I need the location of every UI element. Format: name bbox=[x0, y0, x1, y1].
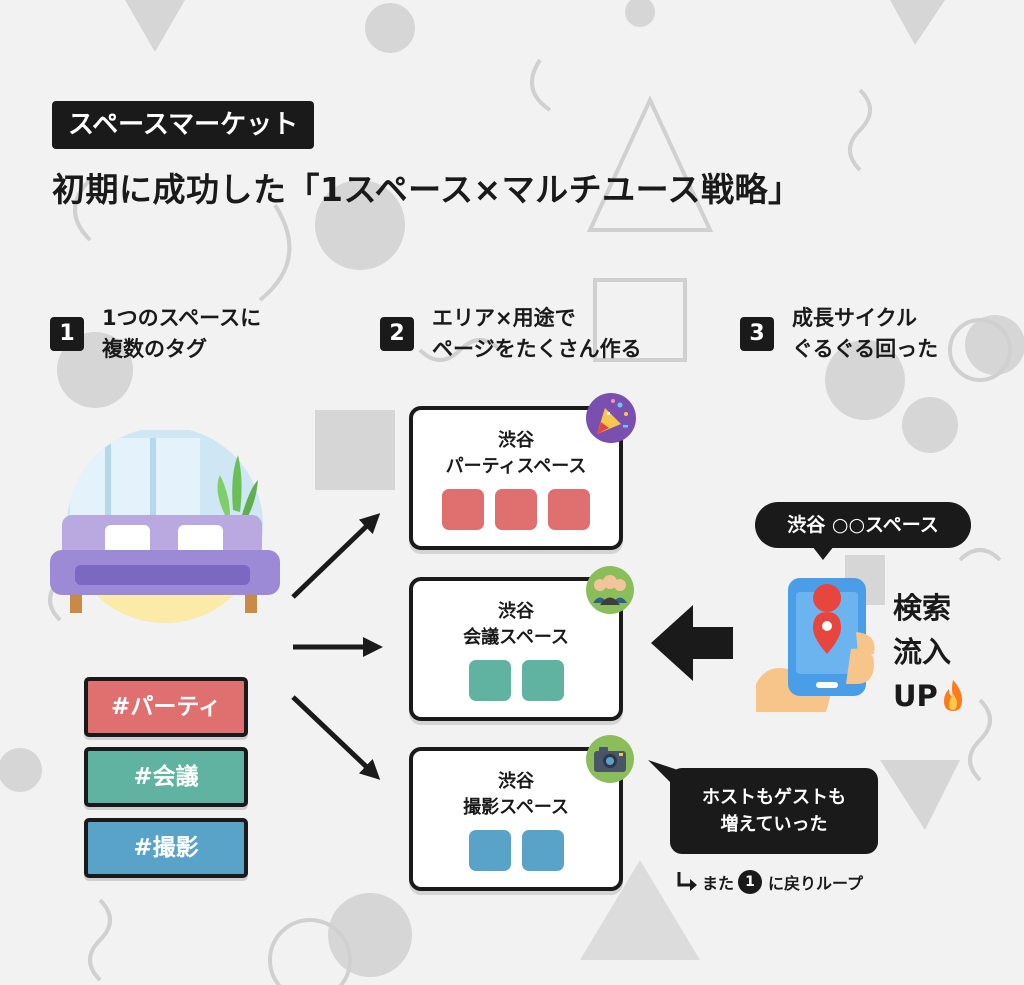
meeting-people-icon bbox=[586, 566, 634, 614]
step-1-number: 1 bbox=[50, 317, 84, 351]
loop-prefix: また bbox=[702, 874, 735, 893]
search-line3: UP bbox=[893, 679, 938, 713]
space-tile bbox=[521, 660, 564, 701]
step-3-text: 成長サイクル ぐるぐる回った bbox=[792, 303, 938, 365]
step-2-text: エリア×用途で ページをたくさん作る bbox=[432, 303, 642, 365]
growth-line2: 増えていった bbox=[720, 814, 828, 835]
step-3: 3 成長サイクル ぐるぐる回った bbox=[740, 303, 938, 365]
phone-illustration bbox=[756, 578, 875, 712]
step-2: 2 エリア×用途で ページをたくさん作る bbox=[380, 303, 642, 365]
card-party-tiles bbox=[413, 489, 619, 530]
arrow-to-party bbox=[291, 513, 381, 599]
space-tile bbox=[442, 489, 484, 530]
party-popper-icon bbox=[586, 393, 636, 443]
card-photo-tiles bbox=[413, 830, 619, 871]
search-arrow-icon bbox=[651, 605, 733, 681]
card-meeting-title: 渋谷 会議スペース bbox=[463, 601, 569, 648]
brand-badge: スペースマーケット bbox=[52, 101, 315, 149]
search-line1: 検索 bbox=[893, 591, 952, 625]
search-query-text: 渋谷 ○○スペース bbox=[787, 514, 939, 536]
page-title: 初期に成功した「1スペース×マルチユース戦略」 bbox=[52, 170, 802, 209]
space-tile bbox=[548, 489, 590, 530]
loop-step-number: 1 bbox=[738, 870, 763, 894]
step-3-number: 3 bbox=[740, 317, 774, 351]
card-meeting-tiles bbox=[413, 660, 619, 701]
tag-photo: #撮影 bbox=[84, 818, 248, 878]
loop-note: また 1 に戻りループ bbox=[676, 870, 863, 894]
loop-suffix: に戻りループ bbox=[768, 874, 864, 893]
step-1-line2: 複数のタグ bbox=[102, 337, 207, 361]
step-1-line1: 1つのスペースに bbox=[102, 306, 262, 330]
tag-party: #パーティ bbox=[84, 677, 248, 737]
tag-meeting: #会議 bbox=[84, 747, 248, 807]
space-tile bbox=[495, 489, 537, 530]
bubble-tail-icon bbox=[812, 546, 834, 560]
step-2-number: 2 bbox=[380, 317, 414, 351]
return-arrow-icon bbox=[677, 872, 697, 891]
space-tile bbox=[521, 830, 564, 871]
card-photo: 渋谷 撮影スペース bbox=[409, 747, 623, 891]
space-tile bbox=[468, 660, 511, 701]
growth-bubble-tail-icon bbox=[648, 760, 678, 784]
step-3-line2: ぐるぐる回った bbox=[792, 337, 939, 361]
search-inflow-text: 検索 流入 UP bbox=[893, 586, 966, 718]
step-1-text: 1つのスペースに 複数のタグ bbox=[102, 303, 261, 365]
arrow-to-photo bbox=[291, 695, 381, 780]
flow-arrows bbox=[291, 513, 383, 780]
card-party-title: 渋谷 パーティスペース bbox=[445, 430, 587, 477]
search-line3-row: UP bbox=[893, 674, 966, 718]
camera-icon bbox=[586, 735, 634, 783]
search-query-bubble: 渋谷 ○○スペース bbox=[755, 502, 971, 548]
fire-icon bbox=[943, 680, 962, 711]
growth-bubble: ホストもゲストも 増えていった bbox=[670, 768, 878, 854]
card-photo-title: 渋谷 撮影スペース bbox=[463, 771, 569, 818]
step-1: 1 1つのスペースに 複数のタグ bbox=[50, 303, 261, 365]
step-3-line1: 成長サイクル bbox=[792, 306, 917, 330]
growth-line1: ホストもゲストも bbox=[702, 787, 846, 808]
search-line2: 流入 bbox=[893, 635, 952, 669]
step-2-line2: ページをたくさん作る bbox=[432, 337, 642, 361]
card-party: 渋谷 パーティスペース bbox=[409, 406, 623, 550]
sofa-illustration bbox=[50, 430, 280, 623]
step-2-line1: エリア×用途で bbox=[432, 306, 576, 330]
space-tile bbox=[468, 830, 511, 871]
card-meeting: 渋谷 会議スペース bbox=[409, 577, 623, 721]
